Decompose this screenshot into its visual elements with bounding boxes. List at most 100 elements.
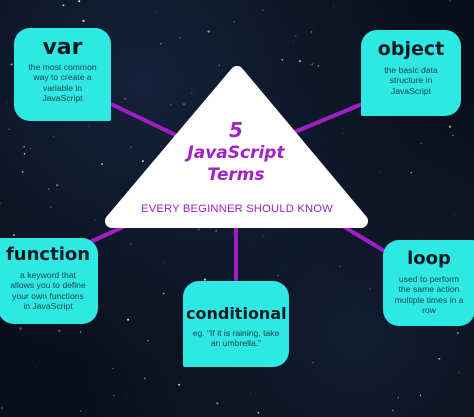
star [141, 159, 145, 163]
star [56, 184, 59, 187]
star [58, 329, 61, 332]
star [293, 41, 295, 42]
star [203, 278, 207, 281]
term-desc-function-line4: in JavaScript [23, 300, 73, 311]
star [80, 410, 82, 412]
star [178, 383, 181, 386]
star [232, 233, 233, 235]
star [126, 398, 127, 400]
term-card-object: object the basic data structure in JavaS… [361, 30, 461, 116]
term-card-loop: loop used to perform the same action mul… [383, 240, 474, 326]
star [29, 147, 31, 149]
term-card-conditional: conditional eg. "If it is raining, take … [183, 281, 289, 367]
star [162, 292, 165, 295]
center-triangle [105, 66, 368, 228]
star [78, 0, 81, 3]
center-title-line2: Terms [207, 165, 265, 186]
star [62, 4, 65, 7]
term-desc-function-line1: a keyword that [20, 269, 76, 280]
star [216, 402, 219, 405]
star [19, 327, 22, 330]
star [191, 92, 193, 94]
star [419, 394, 422, 396]
star [50, 206, 52, 208]
star [119, 197, 121, 199]
star [215, 229, 218, 232]
star [124, 97, 127, 100]
star [233, 21, 235, 23]
star [339, 265, 341, 268]
star [310, 31, 313, 33]
star [281, 58, 284, 61]
star [82, 19, 85, 23]
star [0, 202, 1, 204]
term-desc-var-line2: way to create a [33, 72, 92, 83]
star [21, 170, 24, 173]
term-card-var: var the most common way to create a vari… [14, 28, 111, 121]
term-title-loop: loop [407, 248, 451, 269]
star [130, 146, 132, 148]
term-title-object: object [377, 38, 445, 60]
star [380, 171, 381, 173]
center-subtitle: EVERY BEGINNER SHOULD KNOW [141, 203, 333, 215]
star [143, 377, 146, 380]
connector-var [110, 102, 187, 142]
star [448, 125, 452, 128]
term-desc-var-line4: JavaScript [42, 93, 83, 104]
star [23, 146, 25, 148]
term-desc-var-line1: the most common [28, 62, 97, 73]
star [10, 63, 13, 66]
star [449, 0, 451, 2]
star [12, 234, 15, 237]
star [87, 126, 89, 128]
star [423, 236, 425, 238]
star [333, 5, 335, 7]
star [197, 228, 200, 231]
star [94, 219, 96, 221]
term-desc-conditional-line2: an umbrella." [210, 338, 262, 349]
star [112, 367, 114, 370]
star [23, 153, 26, 155]
star [410, 172, 412, 174]
star [391, 409, 394, 412]
star [156, 11, 158, 12]
star [298, 59, 302, 63]
star [458, 372, 460, 374]
star [312, 362, 314, 364]
star [47, 188, 50, 191]
center-number: 5 [229, 118, 243, 142]
star [101, 163, 103, 166]
term-desc-var-line3: variable in [42, 82, 83, 93]
star [130, 243, 132, 245]
star [53, 136, 54, 138]
star [218, 64, 221, 67]
star [147, 339, 149, 342]
term-desc-object-line2: structure in [389, 75, 433, 86]
star [5, 101, 7, 103]
star [263, 236, 265, 237]
term-desc-conditional-line1: eg. "If it is raining, take [192, 327, 280, 338]
star [113, 395, 115, 397]
star [207, 30, 210, 33]
term-desc-loop-line3: multiple times in a [394, 294, 464, 305]
star [179, 36, 181, 39]
term-desc-loop-line2: the same action [398, 284, 460, 295]
star [0, 407, 3, 409]
star [420, 143, 422, 145]
term-card-function: function a keyword that allows you to de… [0, 238, 98, 324]
term-title-function: function [5, 244, 91, 265]
star [397, 397, 399, 399]
term-desc-object-line3: JavaScript [390, 85, 432, 96]
star [170, 103, 172, 106]
star [127, 318, 130, 321]
center-title-line1: JavaScript [187, 143, 285, 163]
star [369, 288, 371, 290]
star [454, 214, 456, 215]
star [249, 392, 251, 394]
star [257, 411, 260, 414]
connector-object [289, 102, 363, 136]
term-title-var: var [42, 35, 83, 60]
star [209, 228, 211, 230]
